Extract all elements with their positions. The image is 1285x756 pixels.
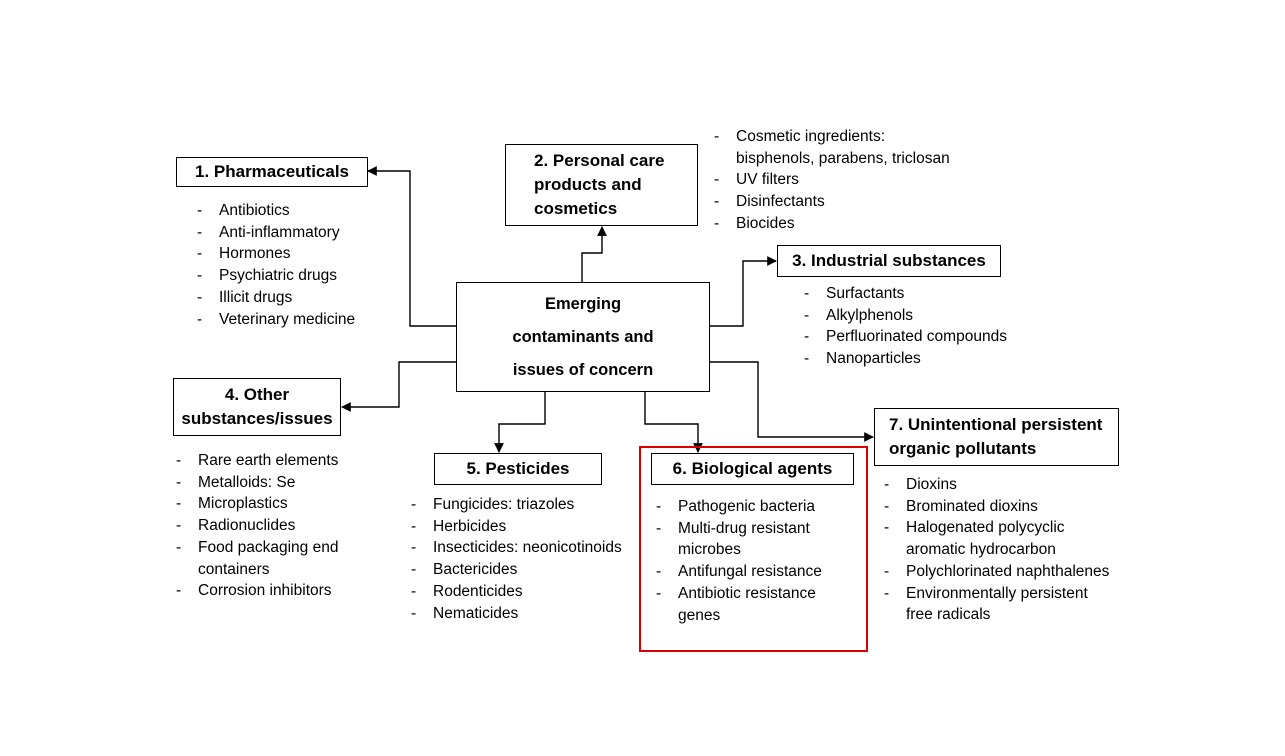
list-item: Anti-inflammatory xyxy=(197,222,355,244)
category-box-pesticides: 5. Pesticides xyxy=(434,453,602,485)
category-box-biological: 6. Biological agents xyxy=(651,453,854,485)
list-item: Bactericides xyxy=(411,559,622,581)
list-item: Fungicides: triazoles xyxy=(411,494,622,516)
list-item: Corrosion inhibitors xyxy=(176,580,338,602)
list-item: Surfactants xyxy=(804,283,1007,305)
category-box-personal-care: 2. Personal care products and cosmetics xyxy=(505,144,698,226)
category-box-pharmaceuticals: 1. Pharmaceuticals xyxy=(176,157,368,187)
connector-pharmaceuticals xyxy=(367,166,457,327)
list-item: Food packaging end containers xyxy=(176,537,338,580)
list-item: Veterinary medicine xyxy=(197,309,355,331)
connector-personal-care xyxy=(581,226,607,282)
list-item: Alkylphenols xyxy=(804,305,1007,327)
list-item: Biocides xyxy=(714,213,950,235)
category-title: 2. Personal care products and cosmetics xyxy=(534,151,665,218)
list-item: Environmentally persistent free radicals xyxy=(884,583,1109,626)
list-item: Radionuclides xyxy=(176,515,338,537)
list-item: Herbicides xyxy=(411,516,622,538)
connector-other xyxy=(341,361,457,412)
connector-pesticides xyxy=(494,392,546,453)
category-list-pesticides: Fungicides: triazoles Herbicides Insecti… xyxy=(411,494,622,624)
center-title: Emerging contaminants and issues of conc… xyxy=(512,294,654,379)
connector-biological xyxy=(644,392,703,453)
category-list-other: Rare earth elements Metalloids: Se Micro… xyxy=(176,450,338,602)
category-list-pharmaceuticals: Antibiotics Anti-inflammatory Hormones P… xyxy=(197,200,355,330)
category-list-biological: Pathogenic bacteria Multi-drug resistant… xyxy=(656,496,822,626)
category-list-unintentional: Dioxins Brominated dioxins Halogenated p… xyxy=(884,474,1109,626)
list-item: Disinfectants xyxy=(714,191,950,213)
list-item: Antibiotics xyxy=(197,200,355,222)
category-list-industrial: Surfactants Alkylphenols Perfluorinated … xyxy=(804,283,1007,370)
highlight-frame xyxy=(639,446,868,652)
category-title: 5. Pesticides xyxy=(466,459,570,478)
list-item: Metalloids: Se xyxy=(176,472,338,494)
list-item: Psychiatric drugs xyxy=(197,265,355,287)
list-item: Dioxins xyxy=(884,474,1109,496)
connector-unintentional xyxy=(709,361,874,442)
list-item: Rare earth elements xyxy=(176,450,338,472)
list-item: Cosmetic ingredients: bisphenols, parabe… xyxy=(714,126,950,169)
category-box-other: 4. Other substances/issues xyxy=(173,378,341,436)
category-title: 4. Other substances/issues xyxy=(181,385,333,428)
category-box-industrial: 3. Industrial substances xyxy=(777,245,1001,277)
list-item: Insecticides: neonicotinoids xyxy=(411,537,622,559)
list-item: Nanoparticles xyxy=(804,348,1007,370)
category-box-unintentional: 7. Unintentional persistent organic poll… xyxy=(874,408,1119,466)
list-item: UV filters xyxy=(714,169,950,191)
list-item: Illicit drugs xyxy=(197,287,355,309)
list-item: Halogenated polycyclic aromatic hydrocar… xyxy=(884,517,1109,560)
list-item: Rodenticides xyxy=(411,581,622,603)
category-title: 3. Industrial substances xyxy=(792,251,986,270)
list-item: Hormones xyxy=(197,243,355,265)
list-item: Brominated dioxins xyxy=(884,496,1109,518)
category-title: 6. Biological agents xyxy=(672,459,833,478)
list-item: Multi-drug resistant microbes xyxy=(656,518,822,561)
center-node: Emerging contaminants and issues of conc… xyxy=(456,282,710,392)
list-item: Polychlorinated naphthalenes xyxy=(884,561,1109,583)
connector-industrial xyxy=(709,256,777,327)
list-item: Pathogenic bacteria xyxy=(656,496,822,518)
list-item: Microplastics xyxy=(176,493,338,515)
list-item: Antibiotic resistance genes xyxy=(656,583,822,626)
category-title: 1. Pharmaceuticals xyxy=(194,162,350,181)
list-item: Perfluorinated compounds xyxy=(804,326,1007,348)
category-list-personal-care: Cosmetic ingredients: bisphenols, parabe… xyxy=(714,126,950,235)
list-item: Nematicides xyxy=(411,603,622,625)
category-title: 7. Unintentional persistent organic poll… xyxy=(889,415,1103,458)
list-item: Antifungal resistance xyxy=(656,561,822,583)
